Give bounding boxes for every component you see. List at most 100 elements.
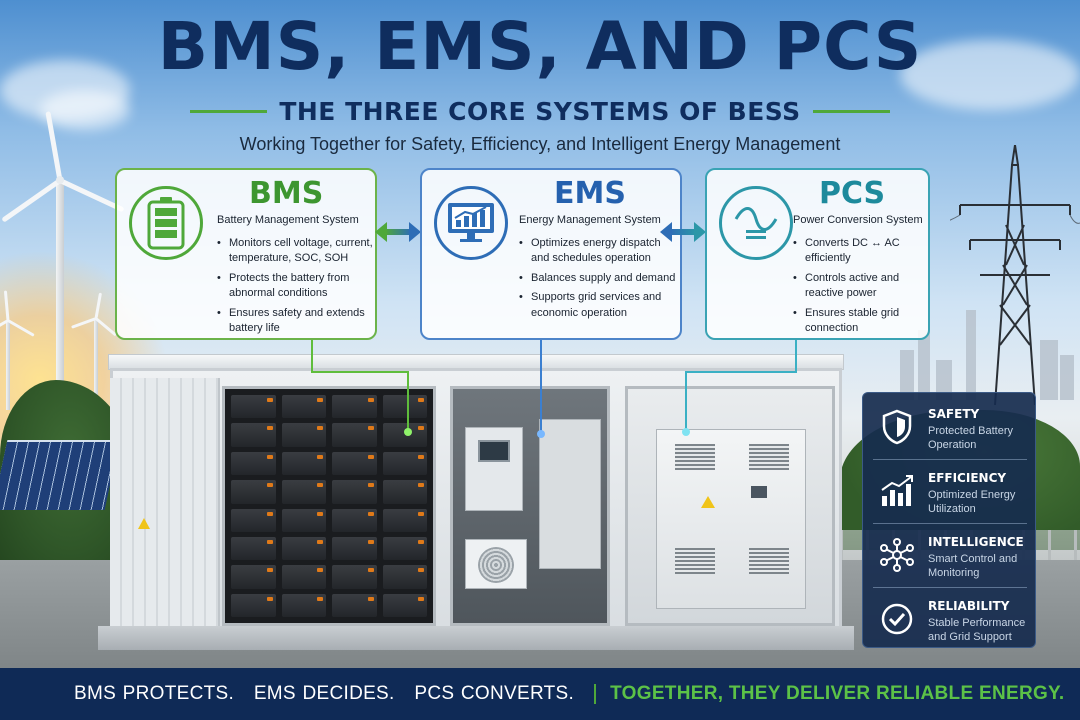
ems-card: EMS Energy Management System Optimizes e… — [420, 168, 682, 340]
benefit-efficiency: EFFICIENCY Optimized Energy Utilization — [863, 459, 1037, 521]
battery-module — [332, 508, 377, 532]
battery-module — [231, 423, 276, 447]
network-icon — [879, 537, 915, 573]
double-arrow-icon — [375, 222, 421, 242]
ems-name: EMS — [554, 176, 626, 211]
pcs-card: PCS Power Conversion System Converts DC … — [705, 168, 930, 340]
fan-icon — [478, 547, 514, 583]
check-circle-icon — [879, 601, 915, 637]
battery-module — [281, 480, 326, 504]
battery-module — [332, 480, 377, 504]
benefit-intelligence: INTELLIGENCE Smart Control and Monitorin… — [863, 523, 1037, 585]
benefits-panel: SAFETY Protected Battery Operation EFFIC… — [862, 392, 1036, 648]
battery-module — [382, 451, 427, 476]
cloud — [40, 90, 130, 130]
ac-dc-conversion-icon — [719, 186, 793, 260]
city-building — [1040, 340, 1058, 400]
battery-module — [281, 451, 326, 476]
benefit-description: Smart Control and Monitoring — [928, 553, 1018, 580]
battery-module — [332, 451, 377, 476]
list-item: Balances supply and demand — [519, 271, 677, 287]
list-item: Supports grid services and economic oper… — [519, 290, 677, 321]
battery-module — [231, 565, 276, 589]
subtitle: THE THREE CORE SYSTEMS OF BESS — [279, 96, 801, 126]
high-voltage-warning-icon — [701, 496, 715, 508]
battery-module — [281, 565, 326, 589]
benefit-title: EFFICIENCY — [928, 471, 1007, 485]
ems-points: Optimizes energy dispatch and schedules … — [519, 236, 677, 325]
battery-module — [382, 395, 427, 419]
ems-cabinet — [465, 427, 523, 511]
display-screen — [478, 440, 510, 462]
battery-module — [332, 565, 377, 589]
main-title: BMS, EMS, AND PCS — [157, 8, 923, 85]
list-item: Protects the battery from abnormal condi… — [217, 271, 377, 302]
ems-equipment-bay — [450, 386, 610, 626]
battery-module — [281, 395, 326, 419]
list-item: Controls active and reactive power — [793, 271, 929, 302]
divider — [812, 109, 890, 113]
container-door — [110, 378, 220, 628]
benefit-safety: SAFETY Protected Battery Operation — [863, 395, 1037, 457]
subtitle-row: THE THREE CORE SYSTEMS OF BESS — [190, 96, 890, 126]
analytics-monitor-icon — [434, 186, 508, 260]
bess-container — [98, 354, 854, 650]
battery-module — [231, 508, 276, 532]
pcs-points: Converts DC ↔ AC efficiently Controls ac… — [793, 236, 929, 340]
bms-card: BMS Battery Management System Monitors c… — [115, 168, 377, 340]
benefit-title: INTELLIGENCE — [928, 535, 1024, 549]
pcs-equipment-bay — [625, 386, 835, 626]
list-item: Ensures stable grid connection — [793, 306, 929, 337]
bms-name: BMS — [249, 176, 324, 211]
footer-conclusion: TOGETHER, THEY DELIVER RELIABLE ENERGY. — [610, 683, 1065, 704]
battery-module — [231, 480, 276, 504]
battery-module — [382, 565, 427, 589]
benefit-reliability: RELIABILITY Stable Performance and Grid … — [863, 587, 1037, 649]
vent — [749, 548, 789, 574]
transmission-tower — [950, 145, 1080, 405]
list-item: Monitors cell voltage, current, temperat… — [217, 236, 377, 267]
battery-module — [332, 593, 377, 617]
battery-icon — [129, 186, 203, 260]
battery-module — [281, 536, 326, 561]
ems-full-name: Energy Management System — [519, 214, 661, 226]
battery-module — [231, 536, 276, 561]
benefit-title: RELIABILITY — [928, 599, 1010, 613]
pcs-name: PCS — [819, 176, 886, 211]
footer-banner: BMS PROTECTS. EMS DECIDES. PCS CONVERTS.… — [0, 668, 1080, 720]
vent — [749, 444, 789, 470]
list-item: Ensures safety and extends battery life — [217, 306, 377, 337]
air-conditioner-unit — [465, 539, 527, 589]
battery-module — [382, 508, 427, 532]
bms-full-name: Battery Management System — [217, 214, 359, 226]
pcs-full-name: Power Conversion System — [793, 214, 923, 226]
divider — [190, 109, 268, 113]
warning-icon — [138, 518, 150, 529]
bar-chart-icon — [879, 473, 915, 509]
footer-statement: BMS PROTECTS. EMS DECIDES. PCS CONVERTS. — [74, 683, 575, 704]
footer-divider — [594, 684, 597, 704]
benefit-description: Protected Battery Operation — [928, 425, 1013, 452]
battery-module — [382, 423, 427, 447]
cloud — [900, 40, 1080, 110]
battery-module — [281, 423, 326, 447]
tagline: Working Together for Safety, Efficiency,… — [239, 134, 841, 154]
battery-rack-bay — [222, 386, 436, 626]
battery-module — [281, 508, 326, 532]
battery-module — [281, 593, 326, 617]
city-building — [966, 310, 976, 400]
vent — [675, 444, 715, 470]
city-building — [1060, 355, 1074, 400]
battery-module — [332, 395, 377, 419]
benefit-description: Stable Performance and Grid Support — [928, 617, 1026, 644]
battery-module — [231, 451, 276, 476]
city-building — [918, 330, 930, 400]
bms-points: Monitors cell voltage, current, temperat… — [217, 236, 377, 340]
list-item: Optimizes energy dispatch and schedules … — [519, 236, 677, 267]
city-building — [936, 360, 952, 400]
battery-module — [382, 536, 427, 561]
battery-module — [332, 423, 377, 447]
vent — [675, 548, 715, 574]
city-building — [900, 350, 914, 400]
double-arrow-icon — [660, 222, 706, 242]
